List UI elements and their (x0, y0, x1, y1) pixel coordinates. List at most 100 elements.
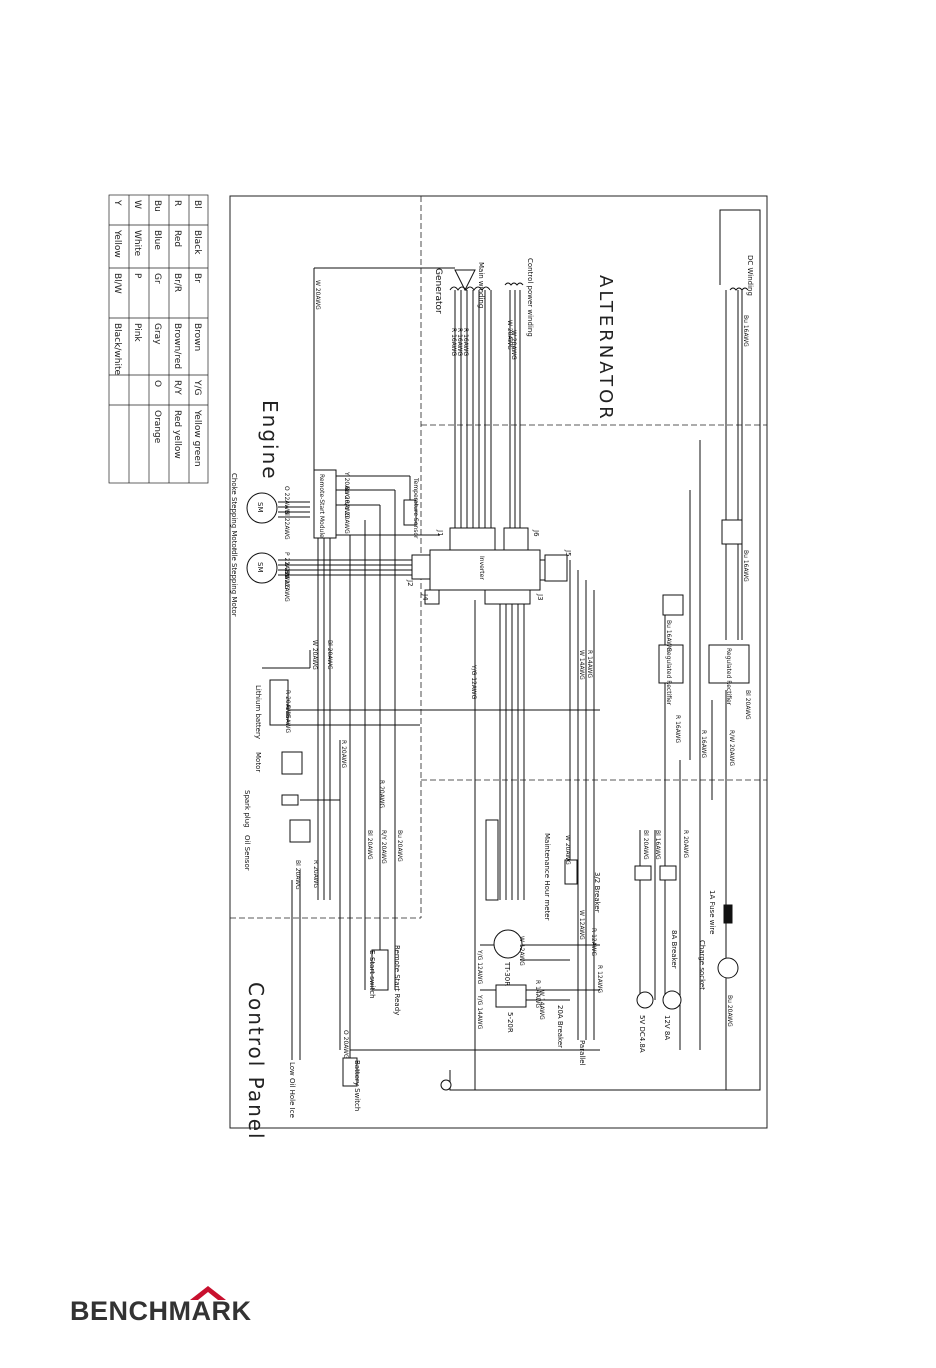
engine-label: Engine (258, 400, 282, 481)
dc-connector-2 (659, 865, 677, 881)
ground-symbol (440, 1079, 452, 1091)
fuse-label: 1A Fuse wire (708, 890, 716, 934)
estart-switch-label: E-Start switch (368, 950, 376, 999)
spark-plug-label: Spark plug (243, 790, 251, 828)
wire-label: O 20AWG (342, 1030, 349, 1059)
wire-label: R 16AWG (462, 328, 469, 356)
wire-label: Y/G 14AWG (476, 994, 483, 1030)
inverter-label: Inverter (478, 556, 485, 580)
color-legend-table (108, 194, 209, 484)
rectifier-connector-2 (721, 519, 743, 545)
choke-motor-label: Choke Stepping Motor (230, 473, 238, 551)
remote-start-module (313, 469, 337, 539)
wire-label: R 20AWG (340, 740, 347, 768)
legend-name-3-1: Pink (132, 323, 142, 342)
wire-label: P 22AWG (283, 552, 290, 580)
legend-name-1-0: Red (172, 230, 182, 247)
wire-label: R 16AWG (674, 715, 681, 743)
wire-label: Bl 20AWG (642, 830, 649, 860)
l520r-label: 5-20R (506, 1012, 514, 1033)
battery-switch (342, 1057, 358, 1087)
control-power-winding-label: Control power winding (526, 258, 534, 337)
generator-label: Generator (433, 268, 443, 314)
benchmark-logo: BENCHMARK (70, 1286, 300, 1330)
legend-code-3-0: W (132, 200, 142, 209)
regulated-rectifier-1 (658, 644, 684, 684)
wire-label: O 22AWG (283, 486, 290, 515)
regulated-rectifier-label-2: Regulated Rectifier (725, 648, 732, 706)
wire-label: W 20AWG (564, 835, 571, 865)
low-oil-label: Low Oil Hole Ice (288, 1062, 296, 1118)
breaker-8a-label: 8A Breaker (670, 930, 678, 969)
brand-name: BENCHMARK (70, 1296, 252, 1326)
battery-switch-label: Battery Switch (353, 1060, 361, 1111)
wire-label: W 20AWG (314, 280, 321, 310)
wire-label: Bl 20AWG (294, 860, 301, 890)
legend-code-2-2: O (152, 380, 162, 387)
legend-code-1-1: Br/R (172, 273, 182, 292)
wire-label: Bu 20AWG (726, 995, 733, 1027)
wire-label: Y/G 12AWG (476, 949, 483, 985)
wire-label: W 20AWG (311, 640, 318, 670)
j2-label: J2 (406, 579, 414, 587)
wire-label: R/Y 20AWG (380, 830, 387, 864)
lithium-battery-label: Lithium battery (254, 685, 262, 739)
legend-name-0-2: Yellow green (192, 409, 202, 467)
legend-code-2-1: Gr (152, 273, 162, 284)
wire-label: Bl 20AWG (326, 640, 333, 670)
legend-code-4-1: Bl/W (112, 273, 122, 294)
idle-stepping-motor (246, 552, 278, 584)
control-winding-coil (504, 282, 524, 286)
chevron-mark-icon (190, 1286, 226, 1300)
legend-code-1-0: R (172, 200, 182, 206)
main-winding-label: Main winding (477, 262, 485, 308)
legend-name-2-1: Gray (152, 323, 162, 345)
wire-label: R 16AWG (450, 328, 457, 356)
wire-label: Bl 20AWG (366, 830, 373, 860)
wire-label: Bu 16AWG (665, 620, 672, 652)
breaker-20a-label: 20A Breaker (556, 1005, 564, 1048)
wire-label: R 14AWG (534, 980, 541, 1008)
wire-label: W 12AWG (518, 936, 525, 966)
wire-label: Bu 20AWG (396, 830, 403, 862)
wire-label: R 20AWG (378, 780, 385, 808)
legend-name-4-1: Black/white (112, 323, 122, 375)
legend-name-2-0: Blue (152, 230, 162, 250)
maintenance-hour-meter (564, 859, 578, 885)
hour-meter-label: Maintenance Hour meter (543, 833, 551, 921)
wire-label: Y 20AWG (343, 471, 350, 500)
legend-code-3-1: P (132, 273, 142, 279)
connector-j4 (424, 589, 440, 605)
legend-name-3-0: White (132, 230, 142, 257)
estart-switch (371, 949, 389, 991)
wire-label: R 16AWG (284, 705, 291, 733)
usb-5v-label: 5V DC4.8A (638, 1015, 646, 1053)
l520r-outlet (495, 984, 527, 1008)
dc-12v-outlet (662, 990, 682, 1010)
wire-label: W 14AWG (578, 650, 585, 680)
wire-label: W 20AWG (510, 330, 517, 360)
regulated-rectifier-2 (708, 644, 750, 684)
motor-label: Motor (254, 752, 262, 772)
main-winding-coil (449, 269, 491, 292)
legend-code-1-2: R/Y (172, 380, 182, 395)
wire-label: R 14AWG (586, 650, 593, 678)
wire-label: W 20AWG (506, 320, 513, 350)
dc-winding-label: DC Winding (746, 255, 754, 296)
tt30r-outlet (493, 929, 523, 959)
temperature-sensor-label: Temperature Sensor (412, 477, 419, 539)
oil-sensor (289, 819, 311, 843)
legend-name-1-1: Brown/red (172, 323, 182, 369)
sm-label-1: SM (256, 502, 264, 512)
sm-label-2: SM (256, 562, 264, 572)
wire-label: Y/G 12AWG (470, 664, 477, 700)
charge-socket (717, 957, 739, 979)
legend-code-0-2: Y/G (192, 379, 202, 396)
legend-code-0-1: Br (192, 273, 202, 283)
choke-stepping-motor (246, 492, 278, 524)
wire-label: R/Y 20AWG (343, 500, 350, 534)
wire-label: Bl 22AWG (283, 510, 290, 540)
legend-code-0-0: Bl (192, 200, 202, 209)
wire-label: R 12AWG (596, 965, 603, 993)
